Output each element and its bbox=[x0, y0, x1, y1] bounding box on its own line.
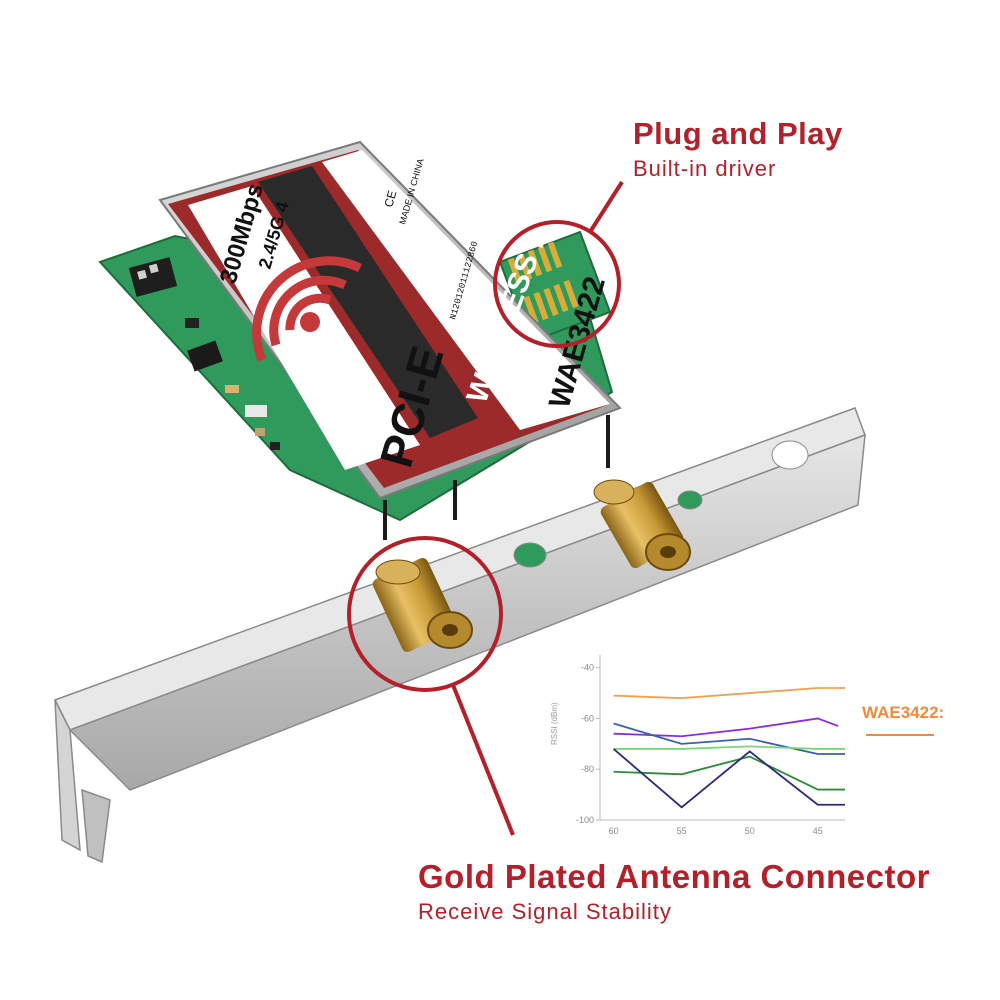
callout-antenna-title: Gold Plated Antenna Connector bbox=[418, 858, 930, 895]
chart-x-tick-label: 50 bbox=[745, 826, 755, 836]
chart-series-line bbox=[613, 717, 839, 738]
callout-antenna-subtitle: Receive Signal Stability bbox=[418, 899, 672, 924]
wifi-module-label bbox=[158, 140, 622, 500]
chart-y-tick-label: -60 bbox=[581, 713, 594, 723]
callout-leader-antenna bbox=[451, 684, 515, 836]
chart-x-tick-label: 55 bbox=[677, 826, 687, 836]
chart-y-tick-label: -40 bbox=[581, 663, 594, 673]
chart-x-tick-label: 60 bbox=[609, 826, 619, 836]
module-standoffs bbox=[383, 415, 610, 540]
antenna-connector-front bbox=[372, 558, 473, 652]
callout-plug-title: Plug and Play bbox=[633, 116, 843, 151]
chart-series-line bbox=[613, 722, 845, 755]
chart-model-label: WAE3422: bbox=[862, 703, 945, 722]
callout-circle-plug bbox=[493, 220, 621, 348]
callout-leader-plug bbox=[588, 180, 624, 234]
callout-circle-antenna bbox=[347, 536, 503, 692]
chart-series-line bbox=[613, 748, 845, 809]
chart-y-tick-label: -80 bbox=[581, 764, 594, 774]
chart-series-line bbox=[613, 745, 845, 750]
antenna-connector-rear bbox=[593, 479, 691, 571]
callout-plug-subtitle: Built-in driver bbox=[633, 156, 777, 181]
chart-x-tick-label: 45 bbox=[813, 826, 823, 836]
card-ce-mark: CE bbox=[381, 189, 399, 209]
chart-series-line bbox=[613, 755, 845, 791]
chart-y-tick-label: -100 bbox=[576, 815, 594, 825]
rssi-chart: RSSI (dBm) -40 -60 -80 -100 60 55 50 45 bbox=[550, 655, 845, 836]
chart-ylabel: RSSI (dBm) bbox=[550, 702, 559, 745]
chart-series-line bbox=[613, 687, 845, 700]
